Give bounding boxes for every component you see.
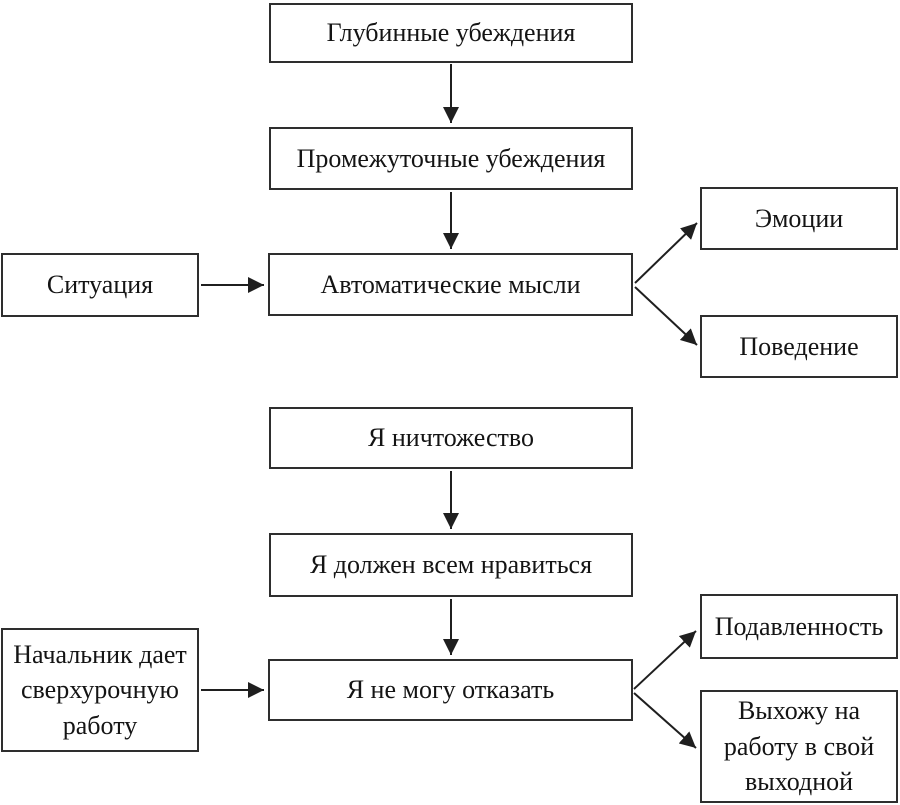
box-automatic-thoughts: Автоматические мысли — [268, 253, 633, 316]
box-intermediate-beliefs: Промежуточные убеждения — [269, 127, 633, 190]
box-example-situation: Начальник дает сверхурочную работу — [1, 628, 199, 752]
box-emotions: Эмоции — [700, 187, 898, 250]
box-example-automatic-thought: Я не могу отказать — [268, 659, 633, 721]
arrow-automatic-to-emotions — [634, 222, 698, 284]
box-example-intermediate-belief: Я должен всем нравиться — [269, 533, 633, 597]
arrow-example-automatic-to-behavior — [633, 692, 697, 749]
box-example-core-belief: Я ничтожество — [269, 407, 633, 469]
box-behavior: Поведение — [700, 315, 898, 378]
box-situation: Ситуация — [1, 253, 199, 317]
box-example-emotion: Подавленность — [700, 594, 898, 659]
arrow-example-automatic-to-emotion — [633, 630, 697, 690]
arrow-automatic-to-behavior — [634, 286, 698, 346]
box-example-behavior: Выхожу на работу в свой выходной — [700, 690, 898, 803]
box-core-beliefs: Глубинные убеждения — [269, 3, 633, 63]
